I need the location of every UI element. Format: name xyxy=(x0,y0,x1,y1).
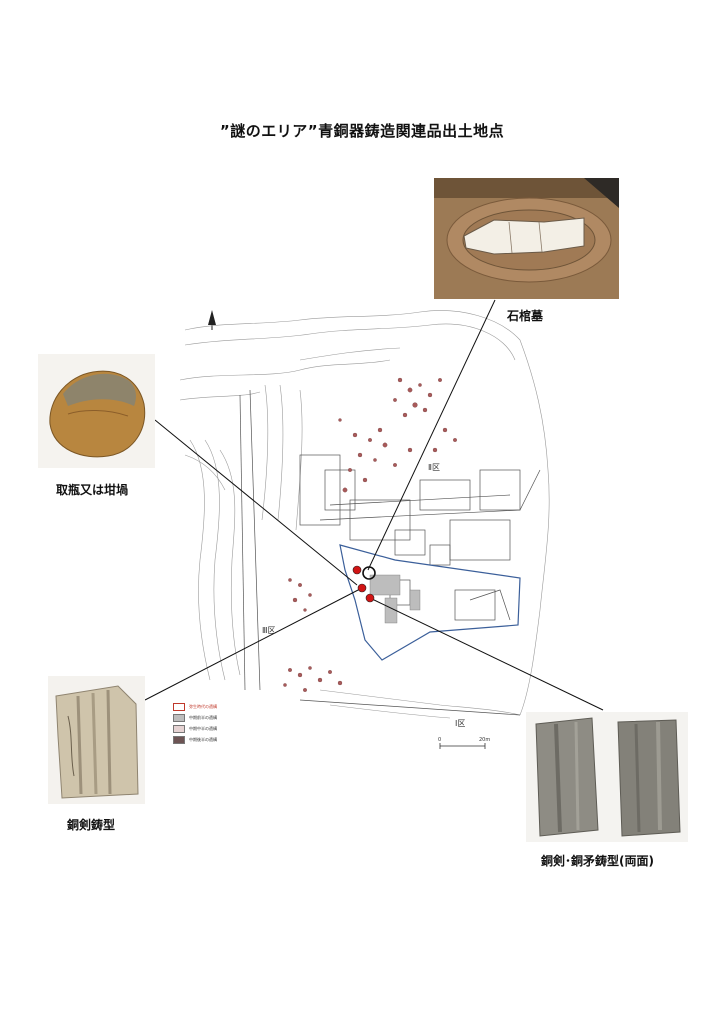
legend-item: 中期中半の遺構 xyxy=(173,723,217,734)
zone-label-1: Ⅰ区 xyxy=(455,719,466,728)
mystery-area-outline xyxy=(339,544,521,661)
stone-coffin-caption: 石棺墓 xyxy=(507,309,544,323)
features-gray xyxy=(369,574,421,624)
scale-bar xyxy=(439,743,486,749)
crucible-caption: 取瓶又は坩堝 xyxy=(56,483,129,497)
excavation-structures xyxy=(239,389,541,716)
page-title: ”謎のエリア”青銅器鋳造関連品出土地点 xyxy=(219,122,505,140)
spear-mold-caption: 銅剣･銅矛鋳型(両面) xyxy=(541,854,654,868)
legend-item: 中期前半の遺構 xyxy=(173,712,217,723)
zone-label-3: Ⅲ区 xyxy=(262,626,276,635)
find-markers xyxy=(352,565,376,603)
legend-label: 中期前半の遺構 xyxy=(189,714,217,720)
legend-label: 弥生時代の遺構 xyxy=(189,703,217,709)
pit-clusters xyxy=(283,377,457,692)
legend-item: 中期後半の遺構 xyxy=(173,734,217,745)
map-legend: 弥生時代の遺構 中期前半の遺構 中期中半の遺構 中期後半の遺構 xyxy=(173,701,217,745)
scale-end: 20m xyxy=(479,737,491,743)
legend-swatch xyxy=(173,735,185,744)
crucible-photo xyxy=(38,354,155,468)
legend-item: 弥生時代の遺構 xyxy=(173,701,217,712)
legend-label: 中期後半の遺構 xyxy=(189,736,217,742)
legend-swatch xyxy=(173,724,185,733)
legend-swatch xyxy=(173,713,185,722)
scale-start: 0 xyxy=(438,737,442,743)
zone-label-2: Ⅱ区 xyxy=(428,463,440,472)
contour-lines xyxy=(179,310,550,719)
north-arrow-icon xyxy=(208,310,216,330)
legend-label: 中期中半の遺構 xyxy=(189,725,217,731)
sword-mold-caption: 銅剣鋳型 xyxy=(67,818,116,832)
spear-mold-photo xyxy=(526,712,688,842)
legend-swatch xyxy=(173,702,185,711)
sword-mold-photo xyxy=(48,676,145,804)
stone-coffin-photo xyxy=(434,178,619,299)
leader-lines xyxy=(144,299,604,711)
